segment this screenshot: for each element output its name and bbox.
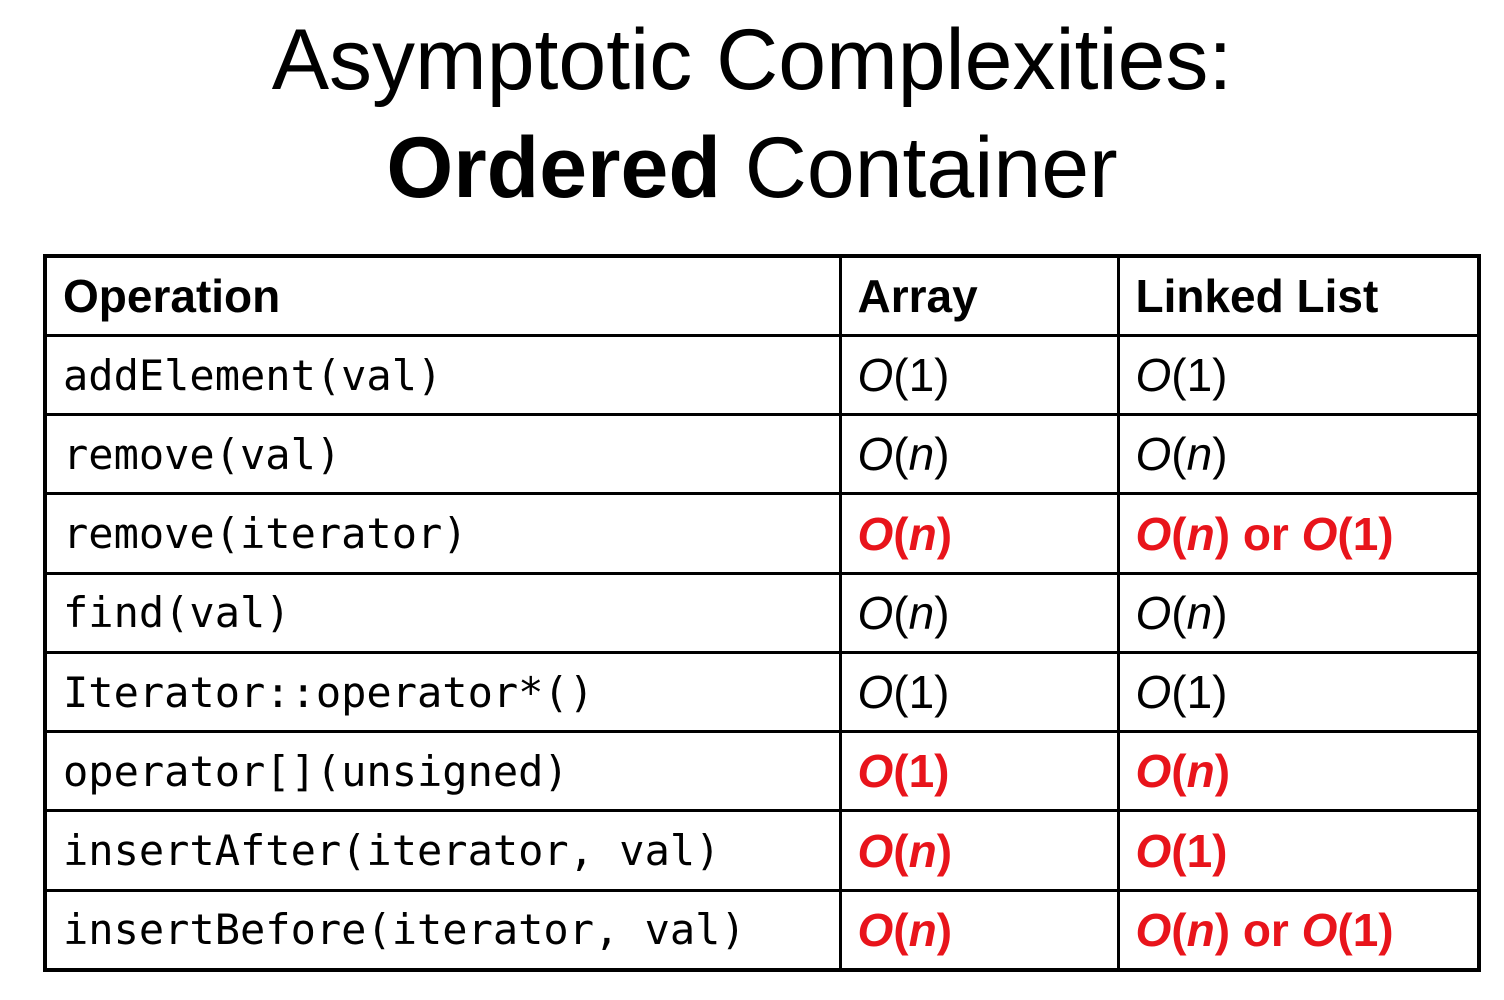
header-operation: Operation	[43, 254, 842, 337]
table-row: insertBefore(iterator, val) O(n) O(n) or O…	[43, 888, 1481, 972]
operation-cell: operator[](unsigned)	[43, 730, 842, 813]
linked-list-complexity-cell: O(n)	[1116, 571, 1481, 654]
linked-list-complexity-cell: O(1)	[1116, 650, 1481, 734]
array-complexity-cell: O(n)	[838, 413, 1120, 496]
title-line-2: Ordered Container	[0, 114, 1504, 222]
operation-cell: remove(val)	[43, 413, 842, 496]
complexity-value: O(n) or O(1)	[1135, 507, 1394, 560]
array-complexity-cell: O(1)	[838, 333, 1120, 417]
complexity-value: O(n)	[857, 428, 950, 481]
operation-cell: remove(iterator)	[43, 492, 842, 575]
complexity-value: O(1)	[857, 745, 950, 798]
array-complexity-cell: O(n)	[838, 888, 1120, 972]
linked-list-complexity-cell: O(n) or O(1)	[1116, 888, 1481, 972]
linked-list-complexity-cell: O(n)	[1116, 730, 1481, 813]
complexity-value: O(1)	[1135, 666, 1228, 719]
table-row: remove(iterator) O(n) O(n) or O(1)	[43, 492, 1481, 575]
header-row: Operation Array Linked List	[43, 254, 1481, 337]
table-row: find(val) O(n) O(n)	[43, 571, 1481, 654]
slide-title: Asymptotic Complexities: Ordered Contain…	[0, 6, 1504, 222]
complexity-value: O(n)	[1135, 428, 1228, 481]
complexity-value: O(n)	[1135, 586, 1228, 639]
title-emphasis: Ordered	[386, 120, 721, 216]
linked-list-complexity-cell: O(n)	[1116, 413, 1481, 496]
table-row: Iterator::operator*() O(1) O(1)	[43, 650, 1481, 734]
complexity-value: O(n)	[857, 903, 953, 956]
array-complexity-cell: O(n)	[838, 571, 1120, 654]
complexity-value: O(n) or O(1)	[1135, 903, 1394, 956]
operation-cell: addElement(val)	[43, 333, 842, 417]
complexity-value: O(1)	[857, 349, 950, 402]
array-complexity-cell: O(1)	[838, 650, 1120, 734]
linked-list-complexity-cell: O(1)	[1116, 333, 1481, 417]
complexity-value: O(n)	[857, 586, 950, 639]
table-row: operator[](unsigned) O(1) O(n)	[43, 730, 1481, 813]
table-row: remove(val) O(n) O(n)	[43, 413, 1481, 496]
title-rest: Container	[720, 120, 1118, 216]
table-row: insertAfter(iterator, val) O(n) O(1)	[43, 809, 1481, 892]
linked-list-complexity-cell: O(1)	[1116, 809, 1481, 892]
header-array: Array	[838, 254, 1120, 337]
complexity-value: O(n)	[857, 507, 953, 560]
complexity-value: O(n)	[857, 824, 953, 877]
array-complexity-cell: O(n)	[838, 809, 1120, 892]
array-complexity-cell: O(n)	[838, 492, 1120, 575]
array-complexity-cell: O(1)	[838, 730, 1120, 813]
complexity-value: O(1)	[857, 666, 950, 719]
complexity-table: Operation Array Linked List addElement(v…	[43, 254, 1481, 972]
operation-cell: insertAfter(iterator, val)	[43, 809, 842, 892]
complexity-value: O(1)	[1135, 824, 1228, 877]
complexity-value: O(1)	[1135, 349, 1228, 402]
linked-list-complexity-cell: O(n) or O(1)	[1116, 492, 1481, 575]
table-row: addElement(val) O(1) O(1)	[43, 333, 1481, 417]
title-line-1: Asymptotic Complexities:	[271, 12, 1233, 108]
header-linked-list: Linked List	[1116, 254, 1481, 337]
operation-cell: insertBefore(iterator, val)	[43, 888, 842, 972]
operation-cell: Iterator::operator*()	[43, 650, 842, 734]
operation-cell: find(val)	[43, 571, 842, 654]
complexity-value: O(n)	[1135, 745, 1231, 798]
